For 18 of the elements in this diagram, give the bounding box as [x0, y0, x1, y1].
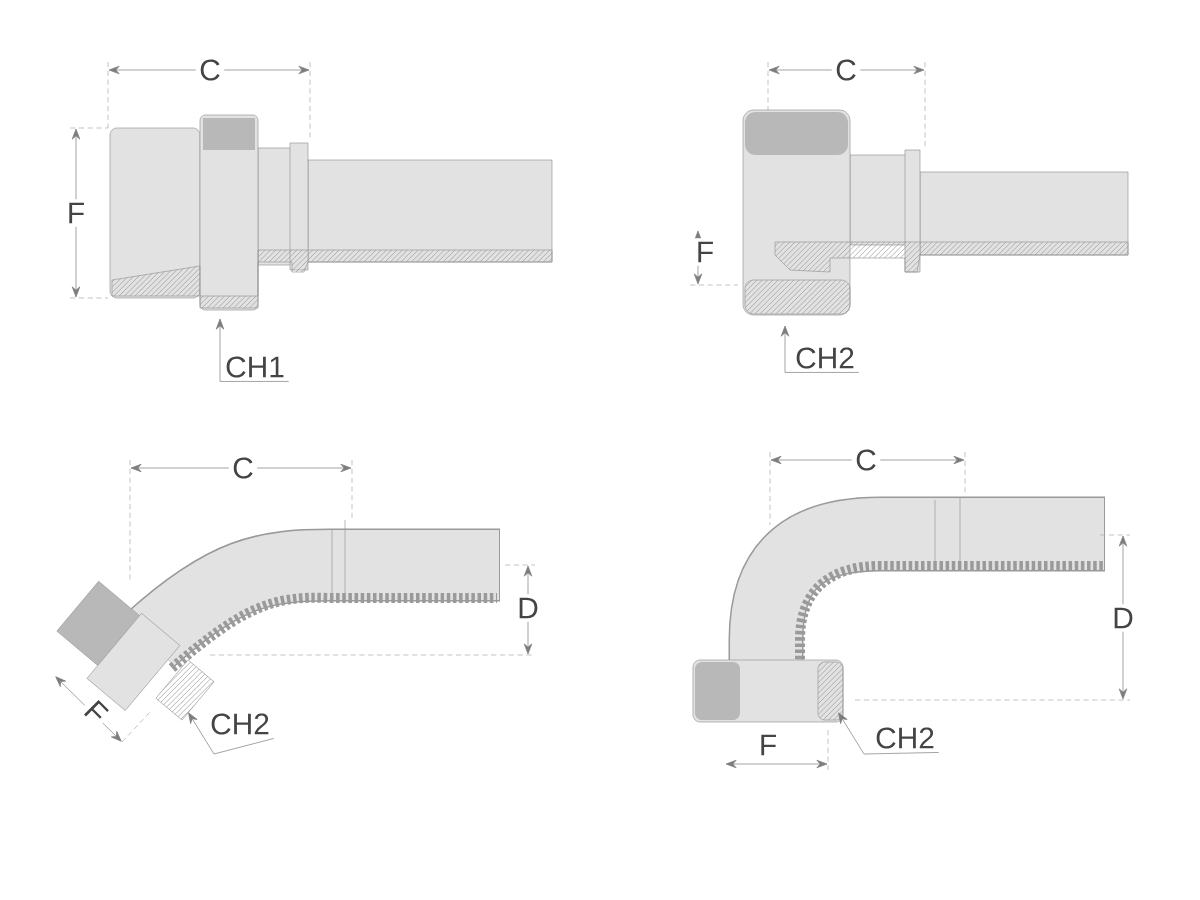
dimension-label: F [755, 731, 781, 759]
dimension-label: C [228, 453, 258, 483]
dimension-label: C [831, 55, 861, 85]
leader-label: CH2 [796, 347, 854, 369]
dimension-label: D [513, 594, 543, 622]
leader-line [780, 325, 860, 373]
leader-line [215, 318, 290, 382]
leader-label: CH2 [876, 727, 934, 749]
dimension-label: F [63, 199, 89, 227]
leader-label: CH2 [211, 713, 269, 735]
leader-line [838, 712, 940, 755]
dimension-label: F [77, 693, 115, 731]
dimension-label: F [692, 238, 718, 266]
dimension-label: D [1108, 604, 1138, 632]
dimension-label: C [851, 445, 881, 475]
dimension-label: C [195, 55, 225, 85]
leader-label: CH1 [226, 356, 284, 378]
leader-line [188, 712, 275, 755]
